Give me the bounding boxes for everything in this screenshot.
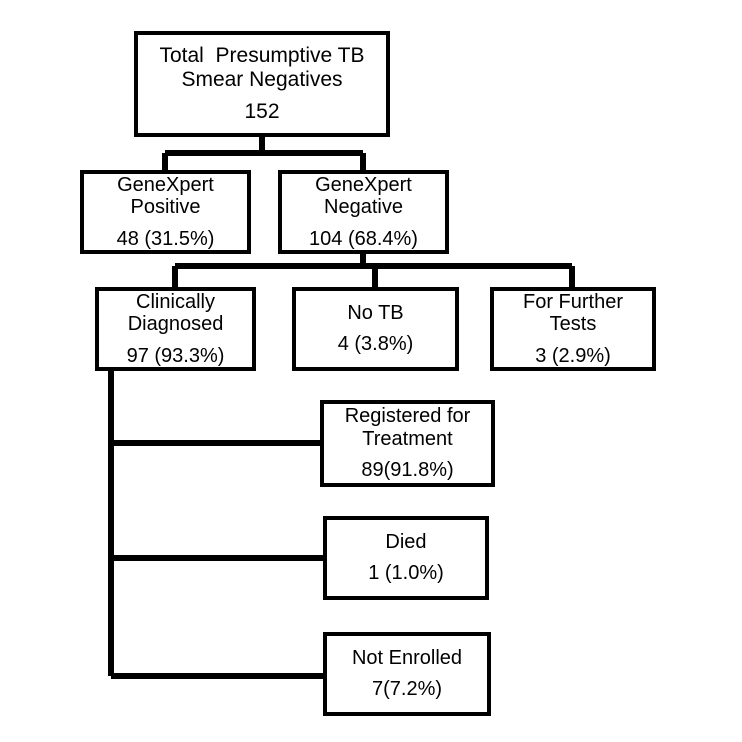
node-total-line2: Smear Negatives: [181, 67, 343, 91]
node-genexpert-positive-line2: Positive: [130, 196, 201, 219]
node-no-tb-line1: No TB: [347, 302, 404, 324]
node-genexpert-negative-line2: Negative: [324, 196, 403, 219]
node-total-presumptive-tb: Total Presumptive TB Smear Negatives 152: [134, 31, 390, 137]
node-genexpert-negative-count: 104 (68.4%): [309, 227, 418, 250]
node-total-count: 152: [244, 100, 280, 124]
node-for-further-tests-count: 3 (2.9%): [535, 344, 611, 367]
node-registered-for-treatment-line1: Registered for: [344, 405, 471, 428]
node-not-enrolled: Not Enrolled 7(7.2%): [323, 632, 491, 716]
node-no-tb-count: 4 (3.8%): [337, 333, 414, 356]
node-clinically-diagnosed-line1: Clinically: [136, 290, 215, 313]
node-died-line1: Died: [385, 531, 427, 553]
node-for-further-tests-line1: For Further: [522, 290, 624, 313]
node-not-enrolled-count: 7(7.2%): [371, 678, 443, 701]
node-clinically-diagnosed-count: 97 (93.3%): [126, 344, 225, 367]
node-genexpert-negative-line1: GeneXpert: [315, 173, 412, 196]
node-total-line1: Total Presumptive TB: [159, 43, 365, 67]
node-no-tb: No TB 4 (3.8%): [292, 287, 459, 371]
node-registered-for-treatment-line2: Treatment: [362, 427, 453, 450]
node-died-count: 1 (1.0%): [368, 562, 444, 585]
node-genexpert-positive-line1: GeneXpert: [117, 173, 214, 196]
node-for-further-tests: For Further Tests 3 (2.9%): [490, 287, 656, 371]
node-genexpert-positive: GeneXpert Positive 48 (31.5%): [80, 170, 251, 254]
node-registered-for-treatment: Registered for Treatment 89(91.8%): [320, 400, 495, 487]
node-died: Died 1 (1.0%): [323, 516, 489, 600]
node-genexpert-negative: GeneXpert Negative 104 (68.4%): [278, 170, 449, 254]
node-clinically-diagnosed-line2: Diagnosed: [127, 313, 224, 336]
node-genexpert-positive-count: 48 (31.5%): [116, 227, 215, 250]
node-clinically-diagnosed: Clinically Diagnosed 97 (93.3%): [95, 287, 256, 371]
node-for-further-tests-line2: Tests: [549, 313, 597, 336]
node-not-enrolled-line1: Not Enrolled: [351, 647, 463, 669]
node-registered-for-treatment-count: 89(91.8%): [361, 459, 454, 482]
